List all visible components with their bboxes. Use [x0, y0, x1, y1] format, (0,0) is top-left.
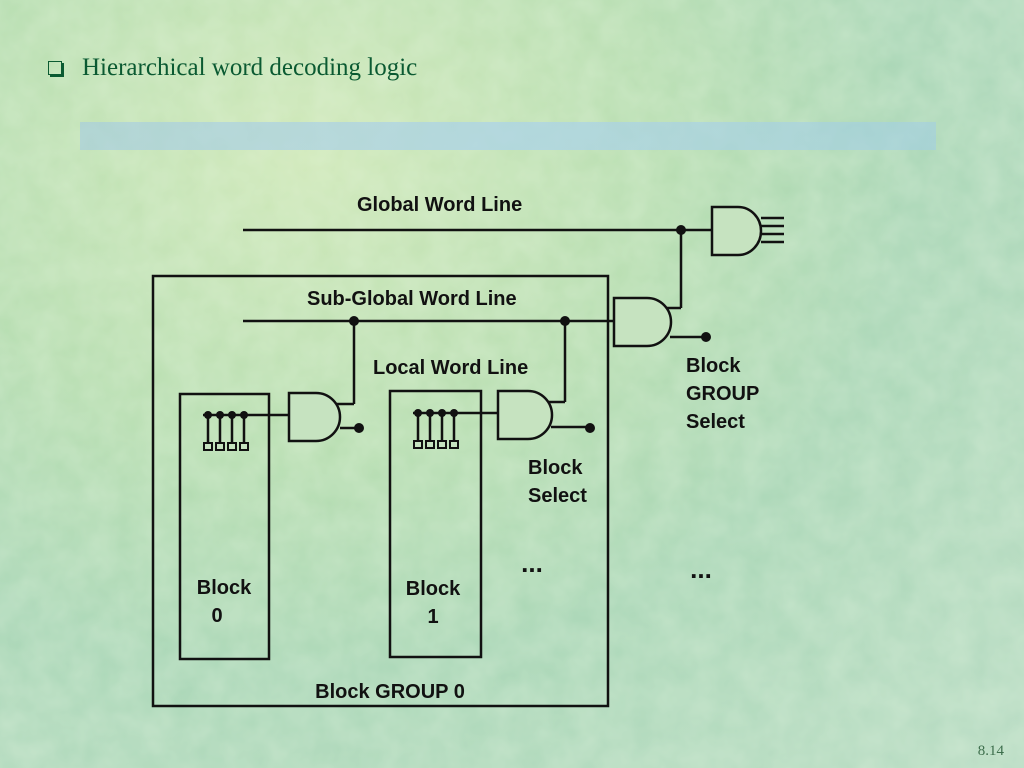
label-block-select-1: Block	[528, 457, 583, 479]
label-block-1-name: Block	[406, 578, 461, 600]
label-local-word-line: Local Word Line	[373, 357, 528, 379]
label-block-0-name: Block	[197, 577, 252, 599]
block1-and-gate	[496, 389, 554, 441]
decorative-band	[80, 122, 936, 150]
label-block-group-select-1: Block	[686, 355, 741, 377]
slide-title: Hierarchical word decoding logic	[82, 54, 418, 81]
label-block-1-number: 1	[427, 606, 438, 628]
label-block-group-select-2: GROUP	[686, 383, 759, 405]
label-global-word-line: Global Word Line	[357, 194, 522, 216]
label-block-group: Block GROUP 0	[315, 681, 465, 703]
ellipsis-outer: ...	[690, 554, 712, 584]
block0-and-gate	[287, 391, 342, 443]
label-sub-global-word-line: Sub-Global Word Line	[307, 288, 517, 310]
block-1-box	[388, 389, 483, 659]
checkbox-bullet-icon	[48, 61, 62, 75]
label-block-select-2: Select	[528, 485, 587, 507]
ellipsis-inner: ...	[521, 548, 543, 578]
block-0-box	[178, 392, 271, 661]
label-block-0-number: 0	[211, 605, 222, 627]
block-group-box	[151, 274, 610, 708]
global-and-gate	[710, 205, 763, 257]
page-number: 8.14	[977, 743, 1004, 759]
label-block-group-select-3: Select	[686, 411, 745, 433]
slide-title-row: Hierarchical word decoding logic	[48, 54, 417, 82]
group-and-gate	[612, 296, 673, 348]
